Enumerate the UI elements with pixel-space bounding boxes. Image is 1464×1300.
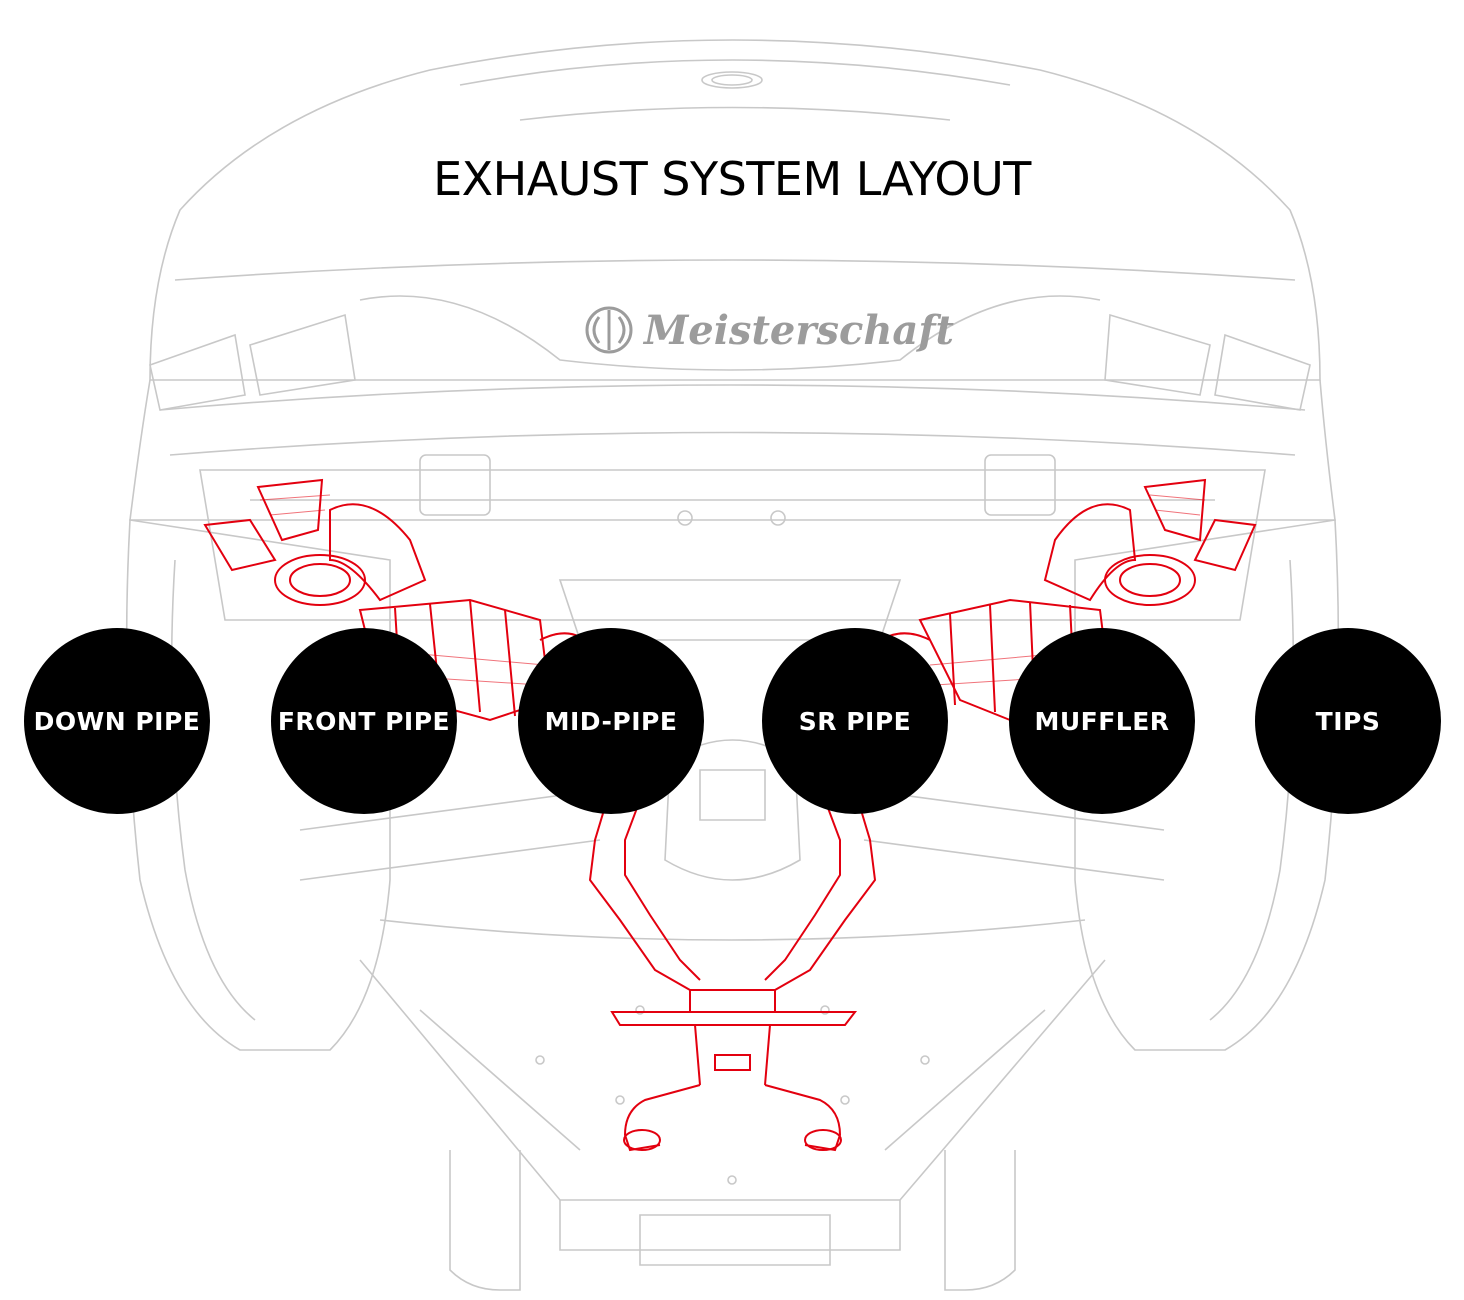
brand-name: Meisterschaft [644, 306, 954, 354]
part-label-down-pipe: DOWN PIPE [33, 706, 201, 736]
part-button-mid-pipe[interactable]: MID-PIPE [518, 628, 704, 814]
part-button-sr-pipe[interactable]: SR PIPE [762, 628, 948, 814]
page-title: EXHAUST SYSTEM LAYOUT [433, 152, 1031, 206]
part-label-front-pipe: FRONT PIPE [277, 706, 451, 736]
part-button-tips[interactable]: TIPS [1255, 628, 1441, 814]
part-button-muffler[interactable]: MUFFLER [1009, 628, 1195, 814]
meisterschaft-logo-icon [585, 306, 633, 354]
car-body-outline [125, 39, 1340, 1291]
part-label-muffler: MUFFLER [1034, 706, 1170, 736]
part-label-tips: TIPS [1315, 706, 1381, 736]
part-label-sr-pipe: SR PIPE [798, 706, 912, 736]
part-label-mid-pipe: MID-PIPE [544, 706, 678, 736]
brand-logo: Meisterschaft [584, 300, 954, 360]
part-button-down-pipe[interactable]: DOWN PIPE [24, 628, 210, 814]
part-button-front-pipe[interactable]: FRONT PIPE [271, 628, 457, 814]
